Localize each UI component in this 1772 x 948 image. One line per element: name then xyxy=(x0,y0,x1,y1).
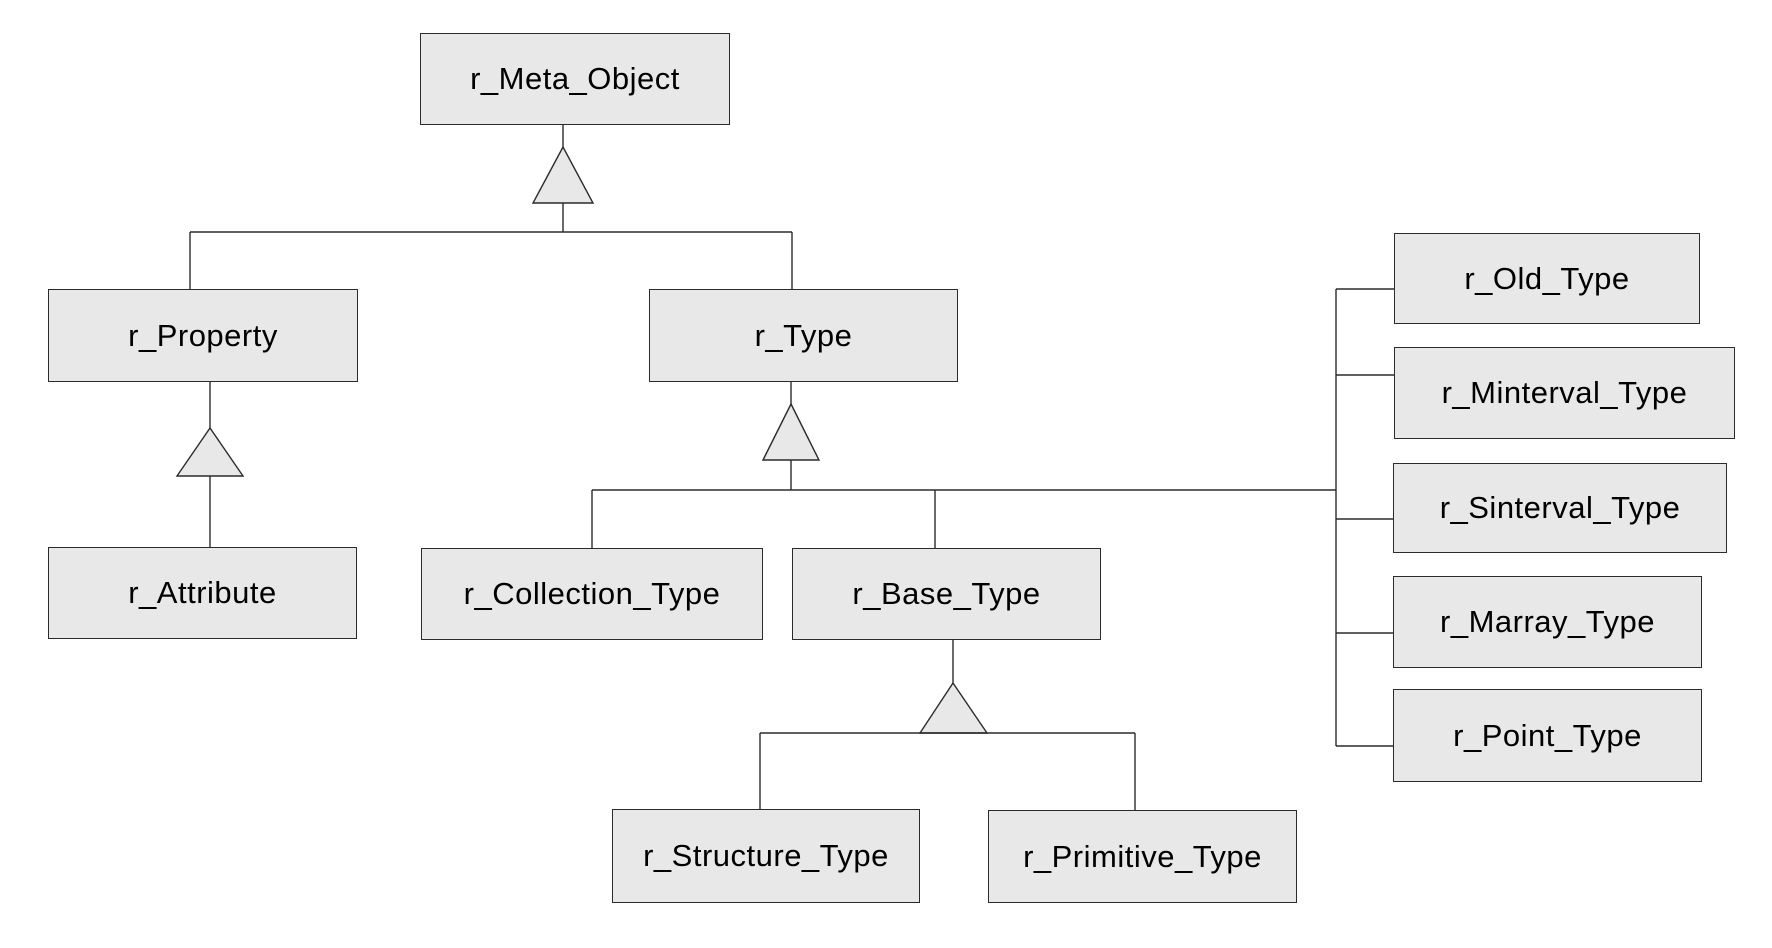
node-r-type: r_Type xyxy=(649,289,958,382)
node-r-base-type: r_Base_Type xyxy=(792,548,1101,640)
inheritance-triangle-type xyxy=(761,402,821,461)
node-r-collection-type: r_Collection_Type xyxy=(421,548,763,640)
node-r-primitive-type: r_Primitive_Type xyxy=(988,810,1297,903)
node-r-attribute: r_Attribute xyxy=(48,547,357,639)
node-label: r_Primitive_Type xyxy=(1023,838,1262,874)
node-label: r_Sinterval_Type xyxy=(1439,490,1681,525)
node-r-meta-object: r_Meta_Object xyxy=(420,33,730,125)
node-label: r_Old_Type xyxy=(1464,260,1630,296)
node-r-property: r_Property xyxy=(48,289,358,382)
node-r-point-type: r_Point_Type xyxy=(1393,689,1702,782)
node-label: r_Type xyxy=(754,317,853,353)
node-r-minterval-type: r_Minterval_Type xyxy=(1394,347,1735,439)
node-label: r_Meta_Object xyxy=(470,61,680,96)
node-label: r_Structure_Type xyxy=(643,838,889,873)
node-label: r_Point_Type xyxy=(1453,717,1642,753)
node-r-structure-type: r_Structure_Type xyxy=(612,809,920,903)
node-label: r_Base_Type xyxy=(852,576,1041,611)
node-label: r_Property xyxy=(128,317,278,353)
node-r-sinterval-type: r_Sinterval_Type xyxy=(1393,463,1727,553)
inheritance-triangle-property xyxy=(175,426,245,477)
inheritance-triangle-base xyxy=(918,681,989,734)
node-label: r_Collection_Type xyxy=(463,576,721,611)
inheritance-triangle-meta xyxy=(531,145,595,204)
node-r-marray-type: r_Marray_Type xyxy=(1393,576,1702,668)
node-label: r_Minterval_Type xyxy=(1441,375,1688,410)
node-label: r_Attribute xyxy=(128,575,277,610)
node-r-old-type: r_Old_Type xyxy=(1394,233,1700,324)
node-label: r_Marray_Type xyxy=(1440,604,1655,639)
